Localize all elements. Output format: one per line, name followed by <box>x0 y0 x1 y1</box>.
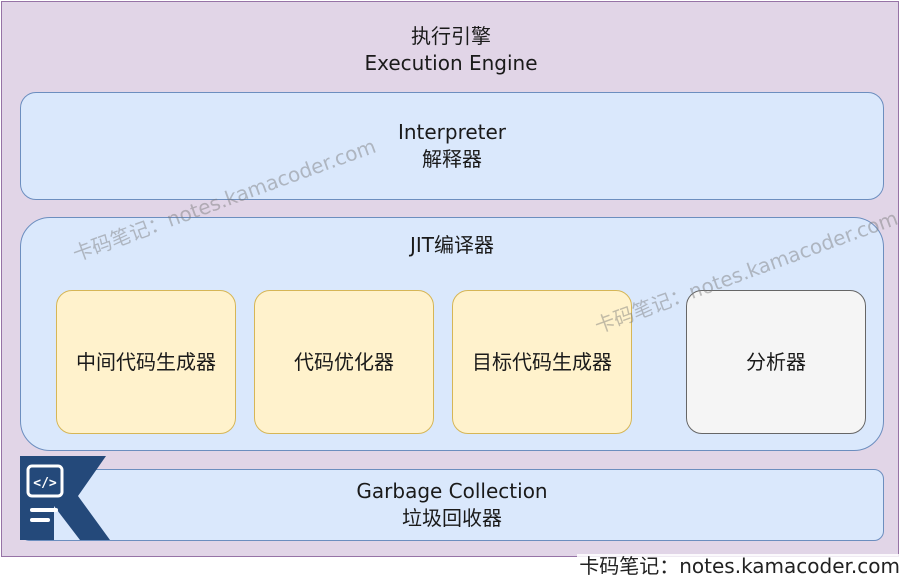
target-code-generator-label: 目标代码生成器 <box>472 349 612 374</box>
kamacoder-logo-icon: </> <box>20 456 110 540</box>
interpreter-label-cn: 解释器 <box>422 147 482 171</box>
profiler-label: 分析器 <box>746 349 806 374</box>
target-code-generator-box: 目标代码生成器 <box>452 290 632 434</box>
gc-label-en: Garbage Collection <box>356 479 548 503</box>
intermediate-code-generator-box: 中间代码生成器 <box>56 290 236 434</box>
intermediate-code-generator-label: 中间代码生成器 <box>76 349 216 374</box>
interpreter-box: Interpreter 解释器 <box>20 92 884 200</box>
code-optimizer-label: 代码优化器 <box>294 349 394 374</box>
execution-engine-container: 执行引擎 Execution Engine Interpreter 解释器 JI… <box>1 1 899 557</box>
gc-label-cn: 垃圾回收器 <box>402 506 502 530</box>
footer-watermark-text: 卡码笔记：notes.kamacoder.com <box>577 554 902 578</box>
engine-title-cn: 执行引擎 <box>411 24 491 48</box>
interpreter-label-en: Interpreter <box>397 120 507 144</box>
profiler-box: 分析器 <box>686 290 866 434</box>
garbage-collection-box: Garbage Collection 垃圾回收器 <box>20 469 884 541</box>
code-optimizer-box: 代码优化器 <box>254 290 434 434</box>
jit-compiler-label: JIT编译器 <box>409 233 494 257</box>
engine-title-en: Execution Engine <box>364 51 538 75</box>
svg-text:</>: </> <box>33 476 57 491</box>
